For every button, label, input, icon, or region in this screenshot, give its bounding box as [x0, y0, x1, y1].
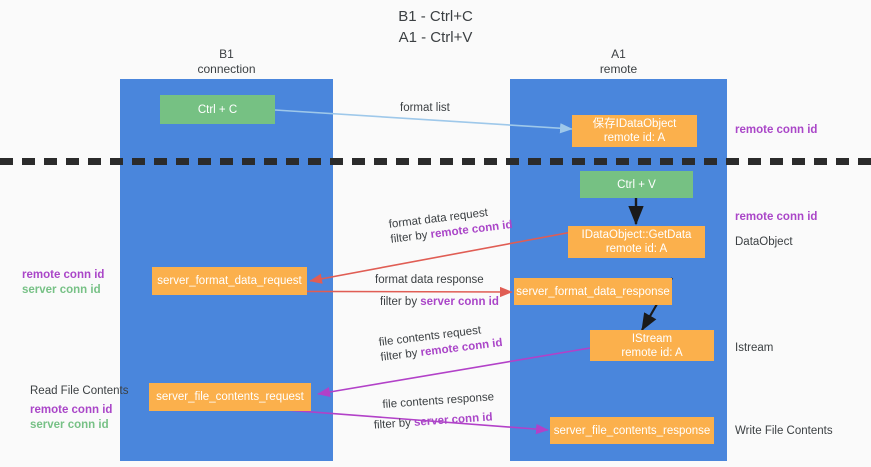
node-ctrl-v-label: Ctrl + V — [617, 178, 656, 191]
annotation-remote-conn-id-mid: remote conn id — [735, 210, 817, 225]
title-line-2: A1 - Ctrl+V — [398, 29, 473, 46]
filter-by-text-4: filter by — [373, 416, 415, 432]
edge-label-format-data-response-group: format data response filter by server co… — [375, 273, 499, 310]
edge-label-format-list: format list — [400, 101, 450, 116]
annotation-istream: Istream — [735, 341, 773, 356]
column-b1-name: B1 — [219, 47, 234, 61]
node-server-format-data-request-label: server_format_data_request — [157, 275, 302, 287]
node-idataobject-getdata-label: IDataObject::GetData — [581, 229, 692, 241]
node-idataobject-getdata[interactable]: IDataObject::GetData remote id: A — [568, 226, 705, 258]
column-a1-role: remote — [599, 62, 638, 76]
annotation-left-server-conn-id: server conn id — [22, 284, 101, 296]
annotation-write-file-contents-text: Write File Contents — [735, 425, 833, 437]
edge-label-filter-by-server-2: filter by server conn id — [373, 410, 496, 433]
node-save-idataobject-sub: remote id: A — [603, 132, 666, 144]
node-server-file-contents-request-label: server_file_contents_request — [156, 391, 304, 403]
annotation-istream-text: Istream — [735, 342, 774, 354]
annotation-remote-conn-id-top-text: remote conn id — [735, 124, 818, 136]
column-b1-role: connection — [197, 62, 256, 76]
edge-label-format-data-response: format data response — [375, 274, 484, 286]
title-line-1: B1 - Ctrl+C — [398, 8, 473, 25]
annotation-conn-id-legend-bottom: remote conn id server conn id — [30, 403, 112, 433]
edge-label-format-list-text: format list — [400, 102, 450, 114]
annotation-write-file-contents: Write File Contents — [735, 424, 833, 439]
node-server-file-contents-response[interactable]: server_file_contents_response — [550, 417, 714, 444]
node-istream-sub: remote id: A — [621, 346, 683, 359]
filter-by-text-1: filter by — [389, 228, 432, 246]
annotation-left-remote-conn-id-2: remote conn id — [30, 404, 113, 416]
node-server-file-contents-request[interactable]: server_file_contents_request — [149, 383, 311, 411]
column-a1-name: A1 — [611, 47, 626, 61]
node-server-format-data-response[interactable]: server_format_data_response — [514, 278, 672, 305]
node-istream[interactable]: IStream remote id: A — [590, 330, 714, 361]
node-ctrl-c-label: Ctrl + C — [197, 103, 238, 116]
node-save-idataobject[interactable]: 保存IDataObject remote id: A — [572, 115, 697, 147]
trust-boundary-divider — [0, 158, 871, 165]
node-ctrl-v[interactable]: Ctrl + V — [580, 171, 693, 198]
column-header-b1: B1 connection — [120, 47, 333, 77]
annotation-remote-conn-id-mid-text: remote conn id — [735, 211, 818, 223]
node-server-format-data-response-label: server_format_data_response — [516, 285, 670, 298]
edge-label-format-data-request-group: format data request filter by remote con… — [388, 203, 513, 248]
server-conn-id-inline-2: server conn id — [413, 411, 493, 429]
filter-by-text-2: filter by — [380, 296, 421, 308]
node-save-idataobject-label: 保存IDataObject — [592, 118, 677, 130]
edge-label-filter-by-server-1: filter by server conn id — [380, 295, 499, 310]
annotation-remote-conn-id-top: remote conn id — [735, 123, 817, 138]
node-server-format-data-request[interactable]: server_format_data_request — [152, 267, 307, 295]
annotation-left-remote-conn-id: remote conn id — [22, 269, 105, 281]
filter-by-text-3: filter by — [379, 346, 422, 364]
annotation-dataobject: DataObject — [735, 235, 793, 250]
edge-label-file-contents-request-group: file contents request filter by remote c… — [378, 321, 503, 366]
node-ctrl-c[interactable]: Ctrl + C — [160, 95, 275, 124]
server-conn-id-inline-1: server conn id — [420, 296, 499, 308]
edge-label-file-contents-response-group: file contents response filter by server … — [373, 390, 496, 433]
annotation-read-file-contents: Read File Contents — [30, 384, 128, 399]
annotation-conn-id-legend-mid: remote conn id server conn id — [22, 268, 104, 298]
annotation-dataobject-text: DataObject — [735, 236, 793, 248]
node-istream-label: IStream — [631, 332, 673, 345]
annotation-left-server-conn-id-2: server conn id — [30, 419, 109, 431]
column-header-a1: A1 remote — [510, 47, 727, 77]
page-title: B1 - Ctrl+C A1 - Ctrl+V — [0, 6, 871, 48]
edge-label-file-contents-response: file contents response — [382, 391, 495, 411]
node-server-file-contents-response-label: server_file_contents_response — [553, 424, 711, 437]
annotation-read-file-contents-text: Read File Contents — [30, 385, 129, 397]
node-idataobject-getdata-sub: remote id: A — [605, 243, 668, 255]
